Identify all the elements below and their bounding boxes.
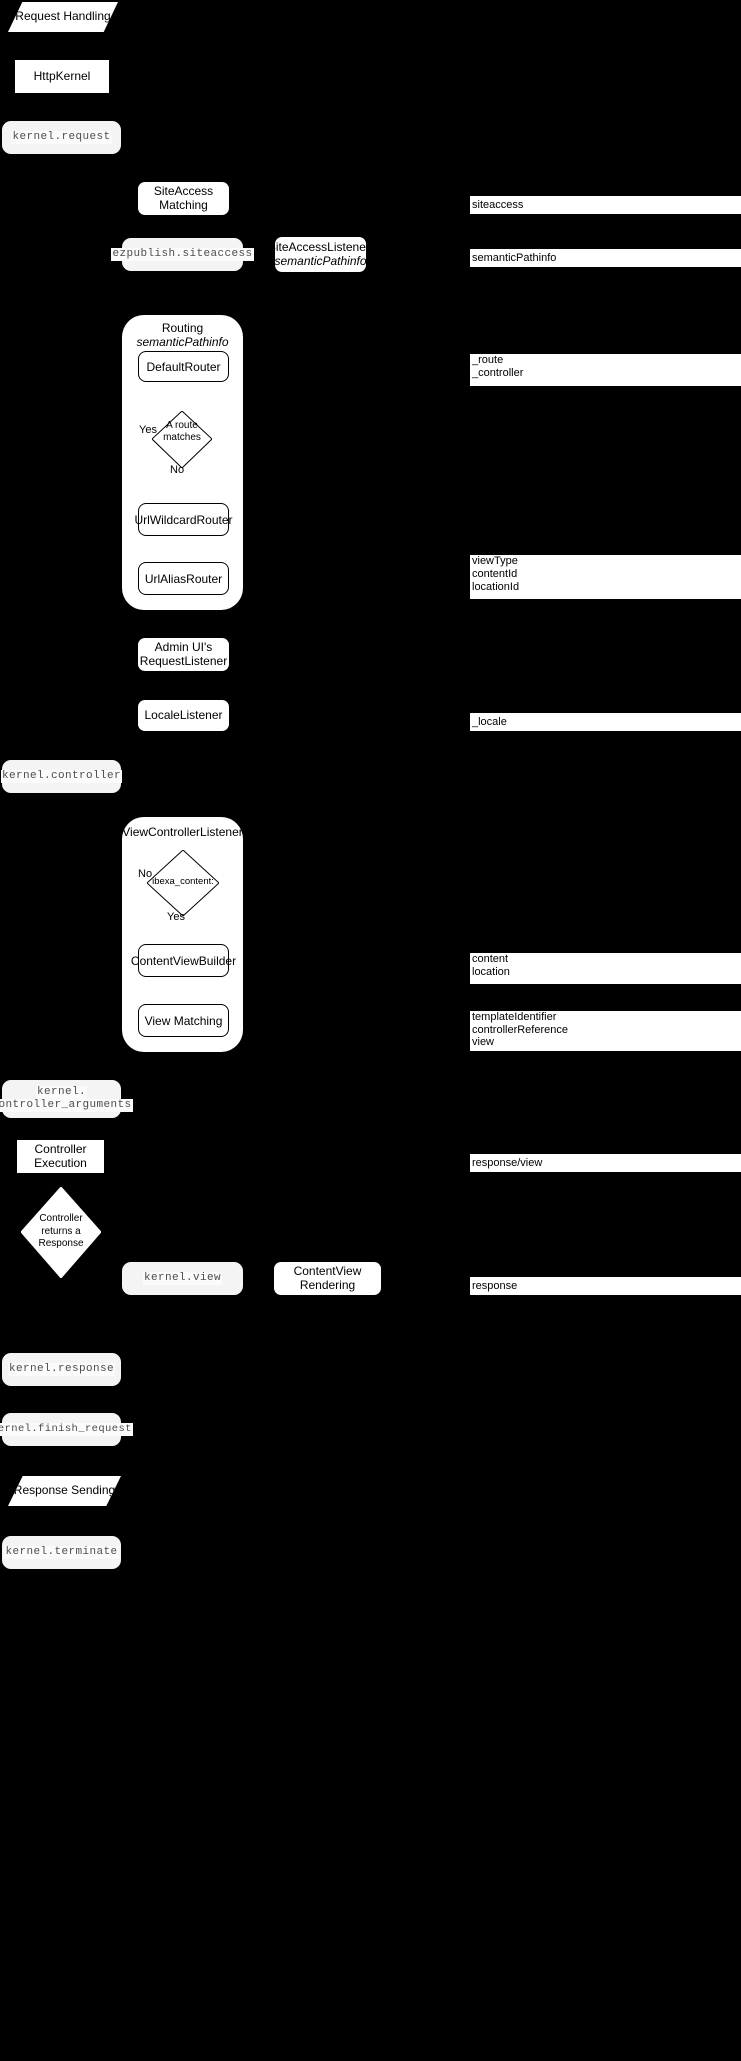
rail-label-response-text: response [472,1279,518,1292]
rail-label-content-location: content location [470,953,741,984]
node-url-wildcard-router[interactable]: UrlWildcardRouter [134,503,233,536]
rail-label-view-text: view [472,1035,495,1048]
node-view-matching[interactable]: View Matching [138,1004,229,1037]
event-kernel-request-label: kernel.request [11,131,112,144]
node-default-router[interactable]: DefaultRouter [138,351,229,382]
edge-label-route-yes-text: Yes [139,424,157,436]
node-url-alias-router[interactable]: UrlAliasRouter [138,562,229,595]
rail-label-locale-text: _locale [472,715,507,728]
decision-controller-returns-line3: Response [38,1238,84,1249]
node-content-view-builder-label: ContentViewBuilder [130,953,237,968]
rail-label-viewtype: viewType [472,555,518,567]
rail-label-contentid: contentId [472,567,518,580]
edge-label-vcl-yes-text: Yes [167,911,185,923]
node-url-alias-router-label: UrlAliasRouter [144,571,223,586]
event-kernel-terminate[interactable]: kernel.terminate [2,1536,121,1569]
rail-label-semantic-pathinfo-text: semanticPathinfo [472,251,557,264]
rail-label-view: view [470,1033,741,1051]
rail-label-view-content-location: viewType contentId locationId [470,555,741,599]
edge-label-route-no-text: No [170,464,185,476]
node-contentview-rendering[interactable]: ContentView Rendering [274,1262,381,1295]
event-kernel-request[interactable]: kernel.request [2,121,121,154]
event-kernel-controller-label: kernel.controller [0,770,123,783]
rail-label-controller-reference: controllerReference [472,1023,568,1036]
node-url-wildcard-router-label: UrlWildcardRouter [134,512,233,527]
terminator-request-handling-label: Request Handling [15,9,111,24]
node-controller-execution[interactable]: Controller Execution [17,1140,104,1173]
decision-controller-returns-response[interactable]: Controller returns a Response [20,1186,102,1279]
rail-label-route: _route [472,354,504,366]
node-siteaccess-listener-title: SiteAccessListener: [267,239,374,254]
event-kernel-finish-request-label: kernel.finish_request [0,1423,133,1436]
node-controller-execution-label: Controller Execution [34,1141,87,1170]
node-siteaccess-matching[interactable]: SiteAccess Matching [138,182,229,215]
group-view-controller-listener-title: ViewControllerListener [122,825,243,840]
node-admin-ui-line2: RequestListener [139,653,228,668]
rail-label-response: response [470,1277,741,1295]
rail-label-controller: _controller [472,366,524,379]
decision-a-route-matches[interactable]: A route matches [151,410,213,469]
rail-label-locationid: locationId [472,580,520,593]
decision-a-route-matches-line1: A route [166,420,198,431]
node-view-matching-label: View Matching [144,1013,223,1028]
rail-label-siteaccess-text: siteaccess [472,198,524,211]
node-admin-ui-request-listener[interactable]: Admin UI's RequestListener [138,638,229,671]
rail-label-content: content [472,953,509,965]
node-admin-ui-line1: Admin UI's [154,639,213,654]
node-http-kernel[interactable]: HttpKernel [15,60,109,93]
decision-ibexa-content-label: ibexa_content: [152,876,214,887]
decision-a-route-matches-line2: matches [163,431,201,443]
edge-label-route-yes: Yes [139,424,157,436]
node-locale-listener[interactable]: LocaleListener [138,700,229,731]
rail-label-location: location [472,965,510,978]
event-kernel-terminate-label: kernel.terminate [4,1546,119,1559]
event-ezpublish-siteaccess[interactable]: ezpublish.siteaccess [111,238,254,271]
node-locale-listener-label: LocaleListener [144,707,223,722]
rail-label-locale: _locale [470,713,741,731]
event-ezpublish-siteaccess-label: ezpublish.siteaccess [111,248,254,261]
node-siteaccess-listener-subtitle: semanticPathinfo [274,253,367,268]
node-siteaccess-matching-label: SiteAccess Matching [153,183,214,212]
edge-label-vcl-no: No [138,868,152,880]
decision-ibexa-content[interactable]: ibexa_content: [146,849,220,917]
node-content-view-builder[interactable]: ContentViewBuilder [131,944,236,977]
event-kernel-controller-arguments[interactable]: kernel. controller_arguments [0,1080,133,1118]
terminator-response-sending-label: Response Sending [13,1483,116,1498]
group-view-controller-listener-label: ViewControllerListener [122,825,243,839]
rail-label-response-view: response/view [470,1154,741,1172]
event-kernel-view-label: kernel.view [142,1272,222,1285]
event-kernel-view[interactable]: kernel.view [122,1262,243,1295]
terminator-request-handling: Request Handling [8,2,118,32]
edge-label-vcl-yes: Yes [167,911,185,923]
event-kernel-controller[interactable]: kernel.controller [0,760,123,793]
rail-label-template-identifier: templateIdentifier [472,1011,557,1023]
event-kernel-response[interactable]: kernel.response [2,1353,121,1386]
event-kernel-finish-request[interactable]: kernel.finish_request [0,1413,133,1446]
edge-label-vcl-no-text: No [138,868,153,880]
event-kernel-controller-arguments-line2: controller_arguments [0,1099,133,1112]
node-http-kernel-label: HttpKernel [33,68,91,83]
event-kernel-controller-arguments-line1: kernel. [35,1086,87,1099]
rail-label-route-controller: _route _controller [470,354,741,386]
group-routing-title-prefix: Routing [161,321,204,335]
rail-label-semantic-pathinfo: semanticPathinfo [470,249,741,267]
node-default-router-label: DefaultRouter [146,359,221,374]
decision-controller-returns-line2: returns a [41,1225,81,1237]
group-routing-title-emphasis: semanticPathinfo [136,334,229,349]
decision-controller-returns-line1: Controller [39,1213,83,1224]
terminator-response-sending: Response Sending [8,1476,121,1506]
edge-label-route-no: No [170,464,184,476]
event-kernel-response-label: kernel.response [7,1363,116,1376]
rail-label-siteaccess: siteaccess [470,196,741,214]
rail-label-response-view-text: response/view [472,1156,543,1169]
node-contentview-rendering-label: ContentView Rendering [293,1263,362,1292]
node-siteaccess-listener[interactable]: SiteAccessListener: semanticPathinfo [268,237,373,272]
